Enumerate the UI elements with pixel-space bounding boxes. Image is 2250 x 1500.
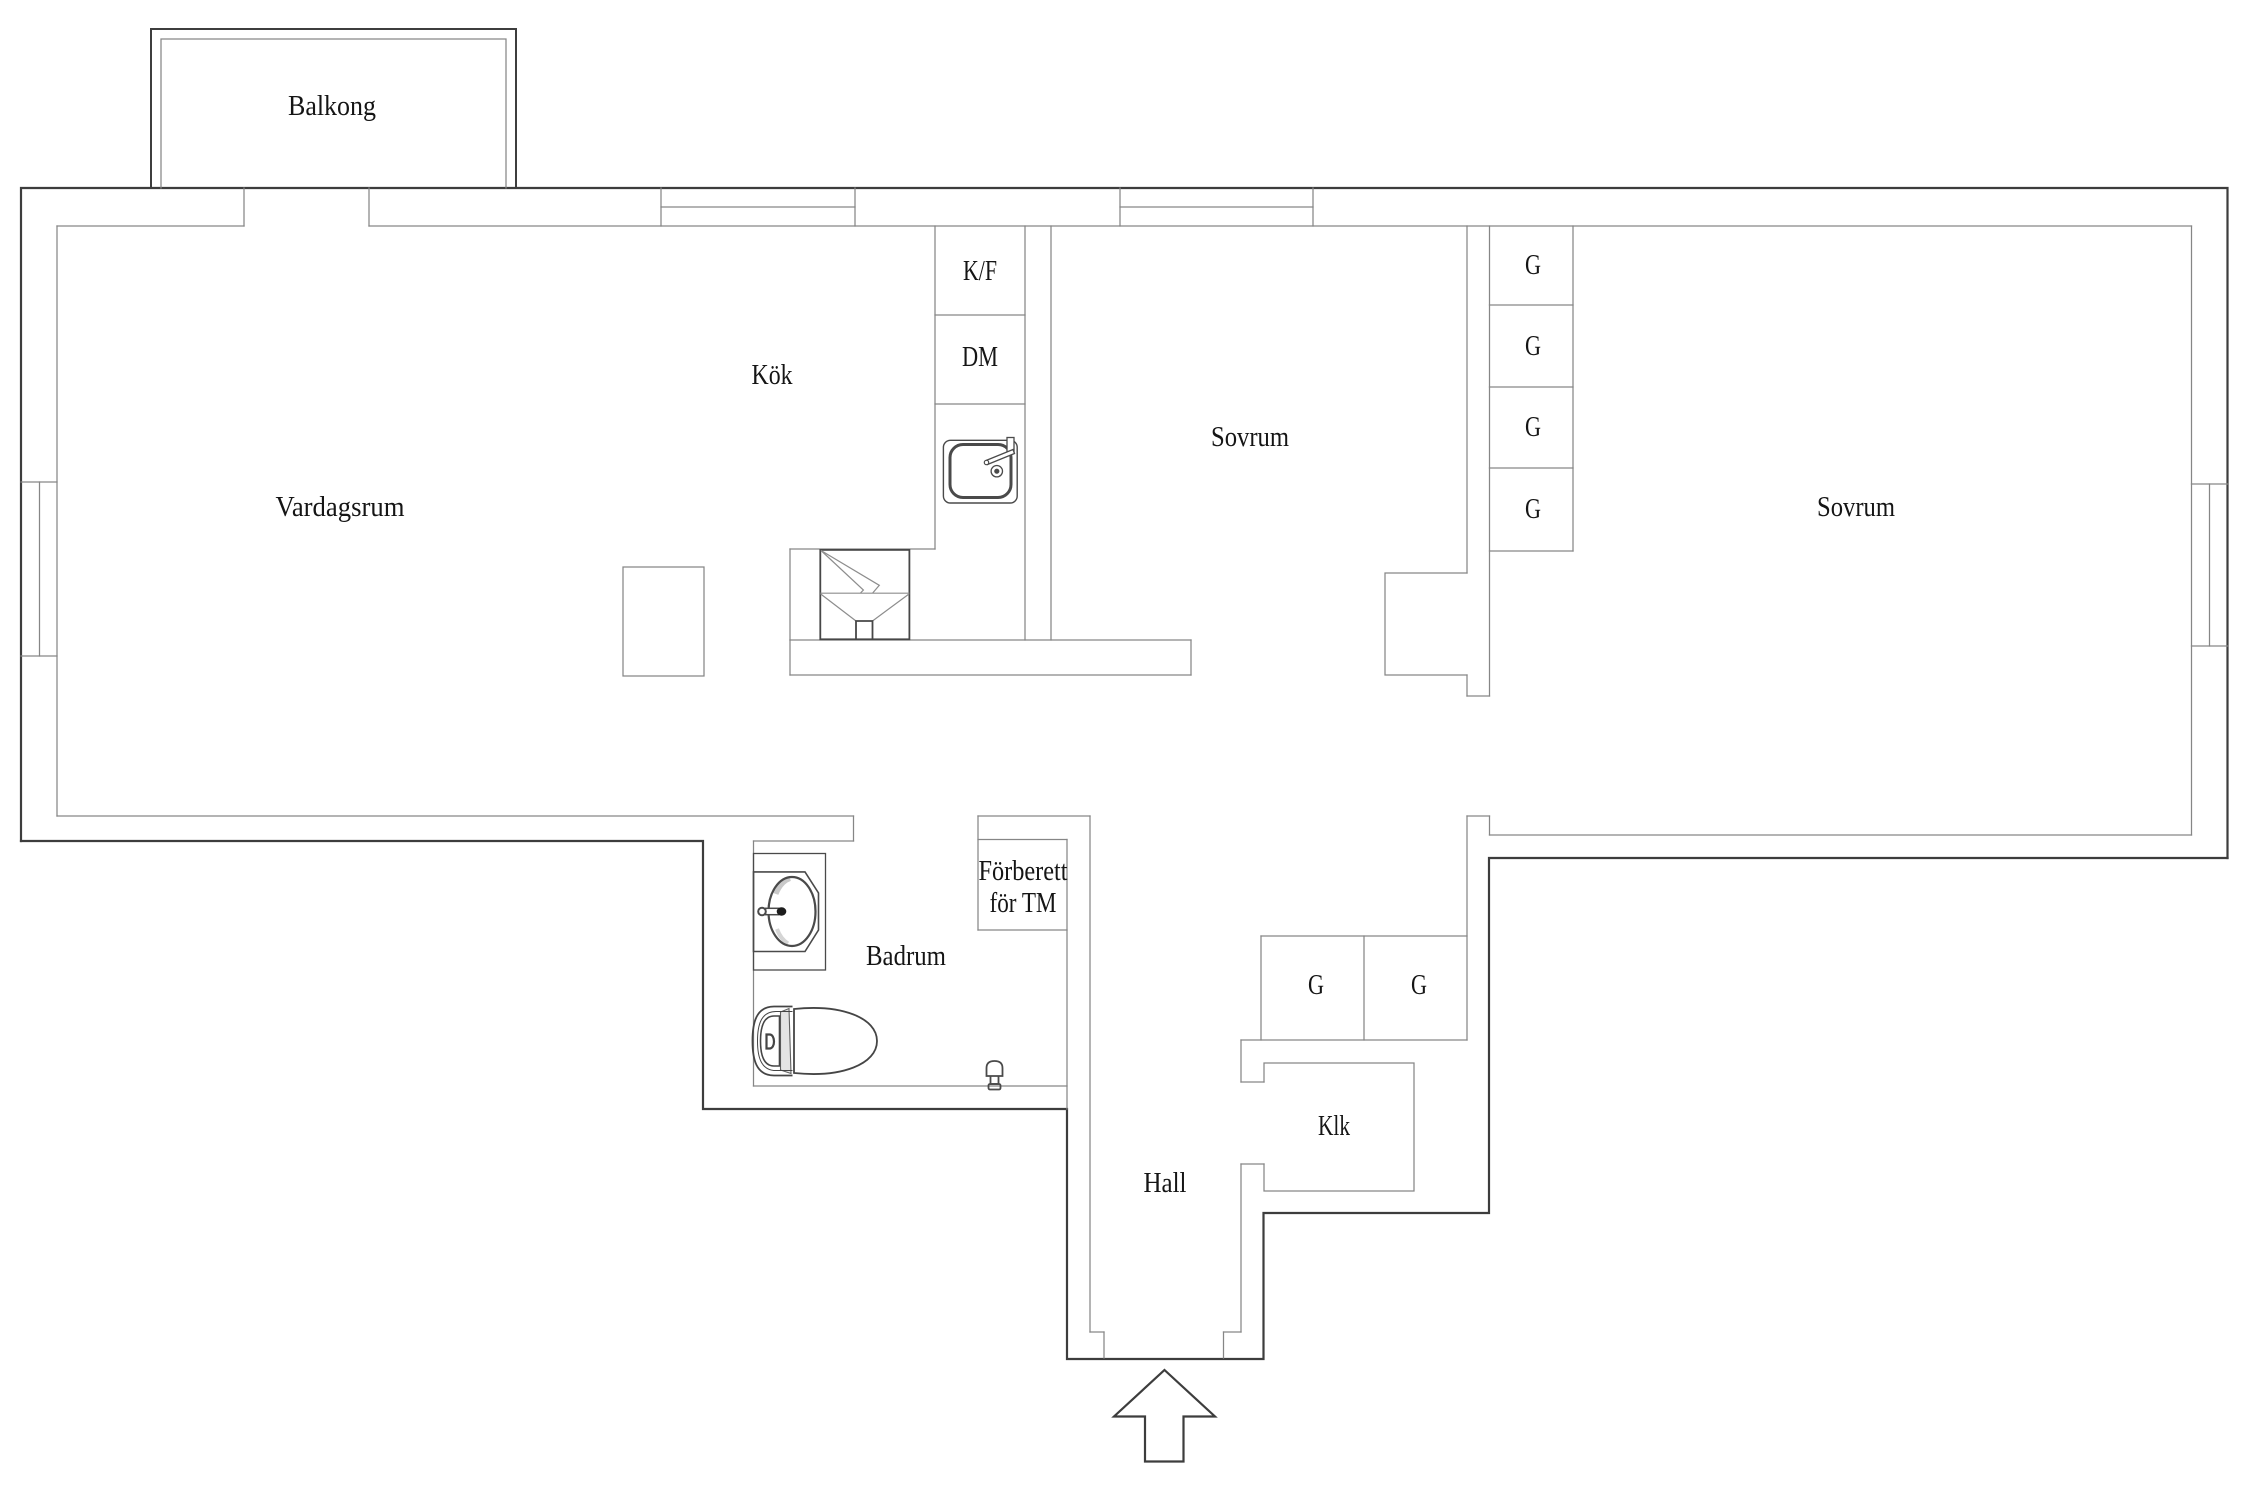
svg-text:Förberett: Förberett xyxy=(979,856,1068,887)
svg-text:för TM: för TM xyxy=(990,888,1057,919)
svg-text:DM: DM xyxy=(962,342,998,373)
svg-text:Balkong: Balkong xyxy=(288,91,376,122)
svg-text:Kök: Kök xyxy=(752,360,793,391)
svg-text:Hall: Hall xyxy=(1144,1168,1187,1199)
svg-text:G: G xyxy=(1525,250,1541,281)
svg-text:K/F: K/F xyxy=(963,256,997,287)
svg-text:Klk: Klk xyxy=(1318,1111,1350,1142)
svg-text:Vardagsrum: Vardagsrum xyxy=(276,491,405,523)
svg-text:G: G xyxy=(1525,412,1541,443)
svg-text:G: G xyxy=(1308,970,1324,1001)
svg-text:G: G xyxy=(1525,494,1541,525)
svg-text:G: G xyxy=(1411,970,1427,1001)
svg-text:G: G xyxy=(1525,331,1541,362)
svg-text:Sovrum: Sovrum xyxy=(1817,492,1895,523)
svg-text:Badrum: Badrum xyxy=(866,941,946,972)
svg-text:Sovrum: Sovrum xyxy=(1211,422,1289,453)
